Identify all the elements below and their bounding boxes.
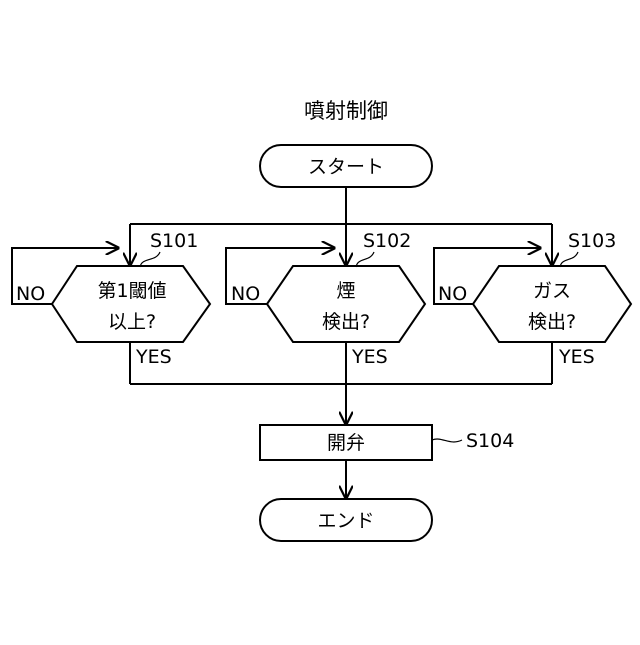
s104-step-id: S104 (466, 430, 514, 452)
s104-leader (432, 439, 462, 442)
s103-yes-label: YES (558, 346, 595, 368)
s102-no-label: NO (231, 283, 260, 305)
s104-label: 開弁 (327, 432, 365, 454)
s102-yes-label: YES (351, 346, 388, 368)
s101-leader (140, 252, 160, 267)
s101-line1: 第1閾値 (97, 280, 166, 302)
s102-line2: 検出? (322, 311, 370, 333)
s101-yes-label: YES (135, 346, 172, 368)
s101-step-id: S101 (150, 230, 198, 252)
start-label: スタート (308, 156, 384, 178)
s101-line2: 以上? (108, 311, 156, 333)
s103-leader (560, 252, 578, 267)
s103-no-label: NO (438, 283, 467, 305)
s103-step-id: S103 (568, 230, 616, 252)
s103-line1: ガス (533, 280, 571, 302)
s102-line1: 煙 (336, 280, 355, 302)
diagram-title: 噴射制御 (304, 99, 388, 123)
s101-no-label: NO (16, 283, 45, 305)
s102-step-id: S102 (363, 230, 411, 252)
s103-line2: 検出? (528, 311, 576, 333)
s102-leader (356, 252, 374, 267)
end-label: エンド (317, 510, 374, 532)
